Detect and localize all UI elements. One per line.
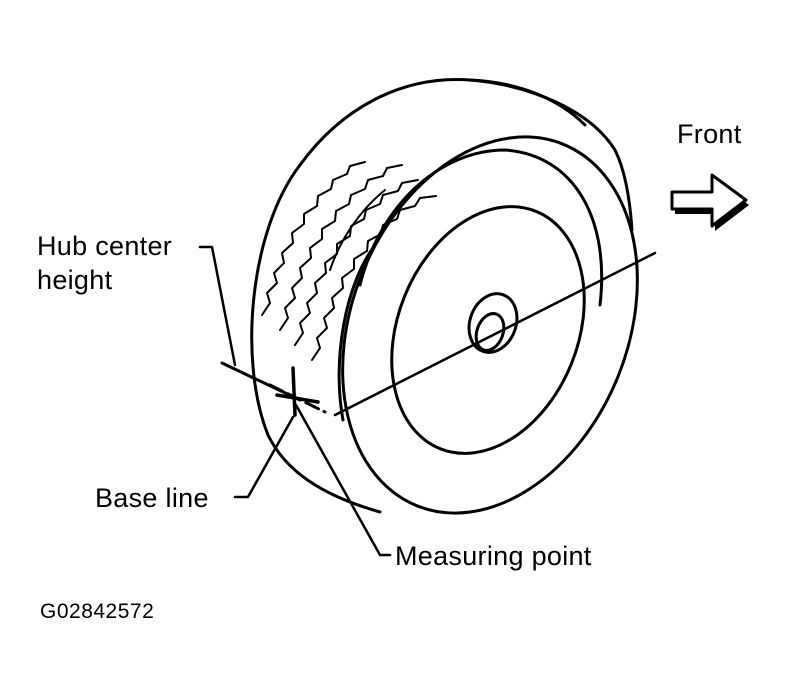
measuring-point-cross-v bbox=[291, 366, 297, 417]
tire-sidewall-edge bbox=[337, 243, 377, 422]
tire-back-outline bbox=[250, 78, 587, 437]
base-line-label: Base line bbox=[95, 483, 209, 513]
front-label: Front bbox=[677, 119, 742, 149]
tire-bottom-edge bbox=[266, 433, 382, 514]
right-arrow-icon bbox=[670, 173, 749, 231]
hub-cap-inner bbox=[474, 312, 506, 352]
hub-center-label-line2: height bbox=[37, 265, 113, 295]
hub-center-leader bbox=[198, 245, 237, 367]
tire bbox=[250, 78, 639, 515]
measuring-point-cross-h bbox=[275, 393, 320, 404]
measuring-point-label: Measuring point bbox=[395, 541, 592, 571]
wheel-outer-rim bbox=[341, 135, 639, 515]
figure-code: G02842572 bbox=[40, 600, 155, 623]
hub-cap-outer bbox=[467, 292, 519, 354]
tire-top-edge bbox=[468, 78, 634, 232]
wheel-disc bbox=[390, 205, 586, 455]
tire-tread bbox=[261, 161, 437, 361]
wheel-inner-rim bbox=[358, 148, 604, 307]
axle-line bbox=[333, 251, 657, 417]
base-line-leader bbox=[233, 415, 295, 499]
measuring-point-leader bbox=[294, 403, 392, 557]
hub-center-label-line1: Hub center bbox=[37, 231, 173, 261]
